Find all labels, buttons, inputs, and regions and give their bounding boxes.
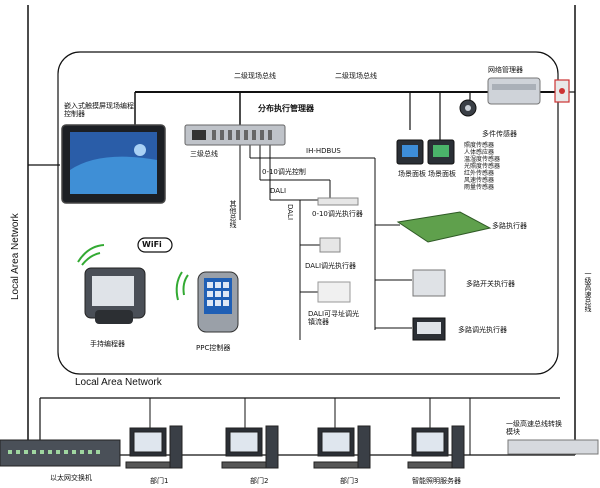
handheld-label: 手持编程器: [90, 340, 125, 348]
pc1-label: 部门1: [150, 477, 169, 485]
wifi-label: WiFi: [142, 240, 162, 249]
panel-a-label: 场景面板: [398, 170, 426, 178]
distributed-manager-label: 分布执行管理器: [258, 104, 314, 113]
lan-left-label: Local Area Network: [10, 213, 21, 300]
third-bus-label: 三级总线: [190, 150, 218, 158]
system-frame: [57, 51, 559, 375]
pc-4: [407, 425, 465, 469]
ihbus-label: IH-HDBUS: [306, 147, 341, 155]
relay-010-device: [317, 197, 359, 206]
pc-3: [313, 425, 371, 469]
multi-sensor-label: 多件传感器: [482, 130, 517, 138]
switch-exec-label: 多路开关执行器: [466, 280, 515, 288]
sensor-item: 红外传感器: [464, 170, 495, 177]
ppc-label: PPC控制器: [196, 344, 231, 352]
lan-bottom-label: Local Area Network: [75, 377, 162, 388]
dimmer-010-label: 0-10调光控制: [262, 168, 306, 176]
panel-b-label: 场景面板: [428, 170, 456, 178]
dali-vertical-label: DALI: [286, 204, 294, 221]
pc-2: [221, 425, 279, 469]
sensor-item: 温湿度传感器: [464, 156, 501, 163]
second-bus-right-label: 二级现场总线: [335, 72, 377, 80]
second-bus-left-label: 二级现场总线: [234, 72, 276, 80]
pc-1: [125, 425, 183, 469]
other-bus-label: 其他总线: [229, 200, 237, 228]
switch-exec-device: [412, 269, 446, 297]
multi-exec-label: 多路执行器: [492, 222, 527, 230]
pc3-label: 部门3: [340, 477, 359, 485]
wifi-logo: [137, 237, 173, 253]
first-bus-label: 一级高速总线: [584, 270, 592, 312]
sensor-list: 照度传感器 人体感应器 温湿度传感器 光照度传感器 红外传感器 风速传感器 雨量…: [464, 142, 500, 191]
dali-actuator-label: DALI调光执行器: [305, 262, 357, 270]
relay-010-label: 0-10调光执行器: [312, 210, 363, 218]
sensor-item: 照度传感器: [464, 142, 495, 149]
fiber-gateway-device: [507, 439, 599, 455]
dim-exec-label: 多路调光执行器: [458, 326, 507, 334]
dali-ballast-device: [317, 281, 351, 303]
sensor-item: 雨量传感器: [464, 184, 495, 191]
fiber-gateway-label: 一级高速总线转换模块: [506, 420, 562, 436]
pc4-label: 智能照明服务器: [412, 477, 461, 485]
sensor-item: 光照度传感器: [464, 163, 501, 170]
sensor-item: 风速传感器: [464, 177, 495, 184]
gateway-label: 网络管理器: [488, 66, 523, 74]
embedded-touch-label: 嵌入式触摸屏现场编程控制器: [64, 102, 134, 118]
gateway-device: [487, 77, 541, 105]
pc2-label: 部门2: [250, 477, 269, 485]
dali-ballast-label: DALI可寻址调光镇流器: [308, 310, 360, 326]
sensor-item: 人体感应器: [464, 149, 495, 156]
switch-label: 以太网交换机: [50, 474, 92, 482]
multi-exec-device: [396, 211, 492, 243]
dali-label: DALI: [270, 187, 287, 195]
dali-actuator-device: [319, 237, 341, 253]
